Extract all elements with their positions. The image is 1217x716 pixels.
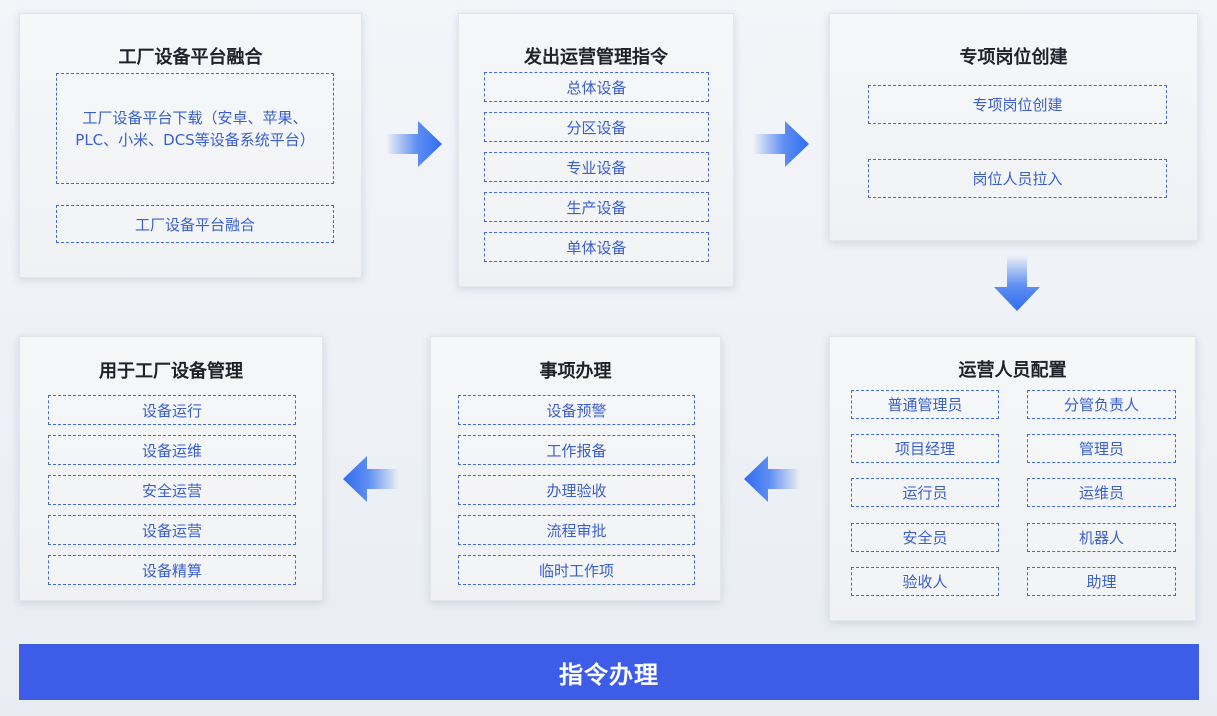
arrow-down-icon — [994, 255, 1040, 311]
management-item: 设备精算 — [48, 555, 296, 585]
staff-role-item: 分管负责人 — [1027, 390, 1176, 419]
arrow-right-icon — [386, 121, 442, 167]
instruction-item: 单体设备 — [484, 232, 709, 262]
staff-role-item: 普通管理员 — [851, 390, 999, 419]
arrow-right-icon — [753, 121, 809, 167]
instruction-item: 生产设备 — [484, 192, 709, 222]
instruction-item: 总体设备 — [484, 72, 709, 102]
panel-title: 工厂设备平台融合 — [118, 47, 263, 68]
management-item: 安全运营 — [48, 475, 296, 505]
panel-title: 专项岗位创建 — [959, 47, 1068, 68]
panel-platform-fusion: 工厂设备平台融合 工厂设备平台下载（安卓、苹果、PLC、小米、DCS等设备系统平… — [19, 13, 362, 278]
panel-equipment-management: 用于工厂设备管理 设备运行 设备运维 安全运营 设备运营 设备精算 — [19, 336, 323, 601]
panel-title: 用于工厂设备管理 — [99, 361, 243, 382]
task-item: 工作报备 — [458, 435, 695, 465]
panel-issue-instructions: 发出运营管理指令 总体设备 分区设备 专业设备 生产设备 单体设备 — [458, 13, 734, 287]
instruction-item: 分区设备 — [484, 112, 709, 142]
banner-label: 指令办理 — [559, 660, 659, 689]
panel-task-handling: 事项办理 设备预警 工作报备 办理验收 流程审批 临时工作项 — [430, 336, 721, 601]
task-item: 流程审批 — [458, 515, 695, 545]
staff-role-item: 助理 — [1027, 567, 1176, 596]
staff-role-item: 机器人 — [1027, 523, 1176, 552]
instruction-item: 专业设备 — [484, 152, 709, 182]
arrow-left-icon — [343, 456, 399, 502]
task-item: 办理验收 — [458, 475, 695, 505]
staff-role-item: 验收人 — [851, 567, 999, 596]
management-item: 设备运维 — [48, 435, 296, 465]
panel-staff-config: 运营人员配置 普通管理员 分管负责人 项目经理 管理员 运行员 运维员 安全员 … — [829, 336, 1196, 621]
panel-title: 事项办理 — [539, 361, 612, 382]
task-item: 设备预警 — [458, 395, 695, 425]
panel-title: 运营人员配置 — [958, 360, 1067, 381]
platform-fusion-box: 工厂设备平台融合 — [56, 205, 334, 243]
arrow-left-icon — [744, 456, 800, 502]
instruction-handling-banner: 指令办理 — [19, 644, 1199, 700]
post-item: 专项岗位创建 — [868, 85, 1167, 124]
platform-download-box: 工厂设备平台下载（安卓、苹果、PLC、小米、DCS等设备系统平台） — [56, 73, 334, 184]
task-item: 临时工作项 — [458, 555, 695, 585]
panel-title: 发出运营管理指令 — [524, 47, 668, 68]
post-item: 岗位人员拉入 — [868, 159, 1167, 198]
management-item: 设备运营 — [48, 515, 296, 545]
staff-role-item: 运行员 — [851, 478, 999, 507]
panel-post-creation: 专项岗位创建 专项岗位创建 岗位人员拉入 — [829, 13, 1198, 241]
management-item: 设备运行 — [48, 395, 296, 425]
staff-role-item: 运维员 — [1027, 478, 1176, 507]
staff-role-item: 安全员 — [851, 523, 999, 552]
staff-role-item: 管理员 — [1027, 434, 1176, 463]
staff-role-item: 项目经理 — [851, 434, 999, 463]
